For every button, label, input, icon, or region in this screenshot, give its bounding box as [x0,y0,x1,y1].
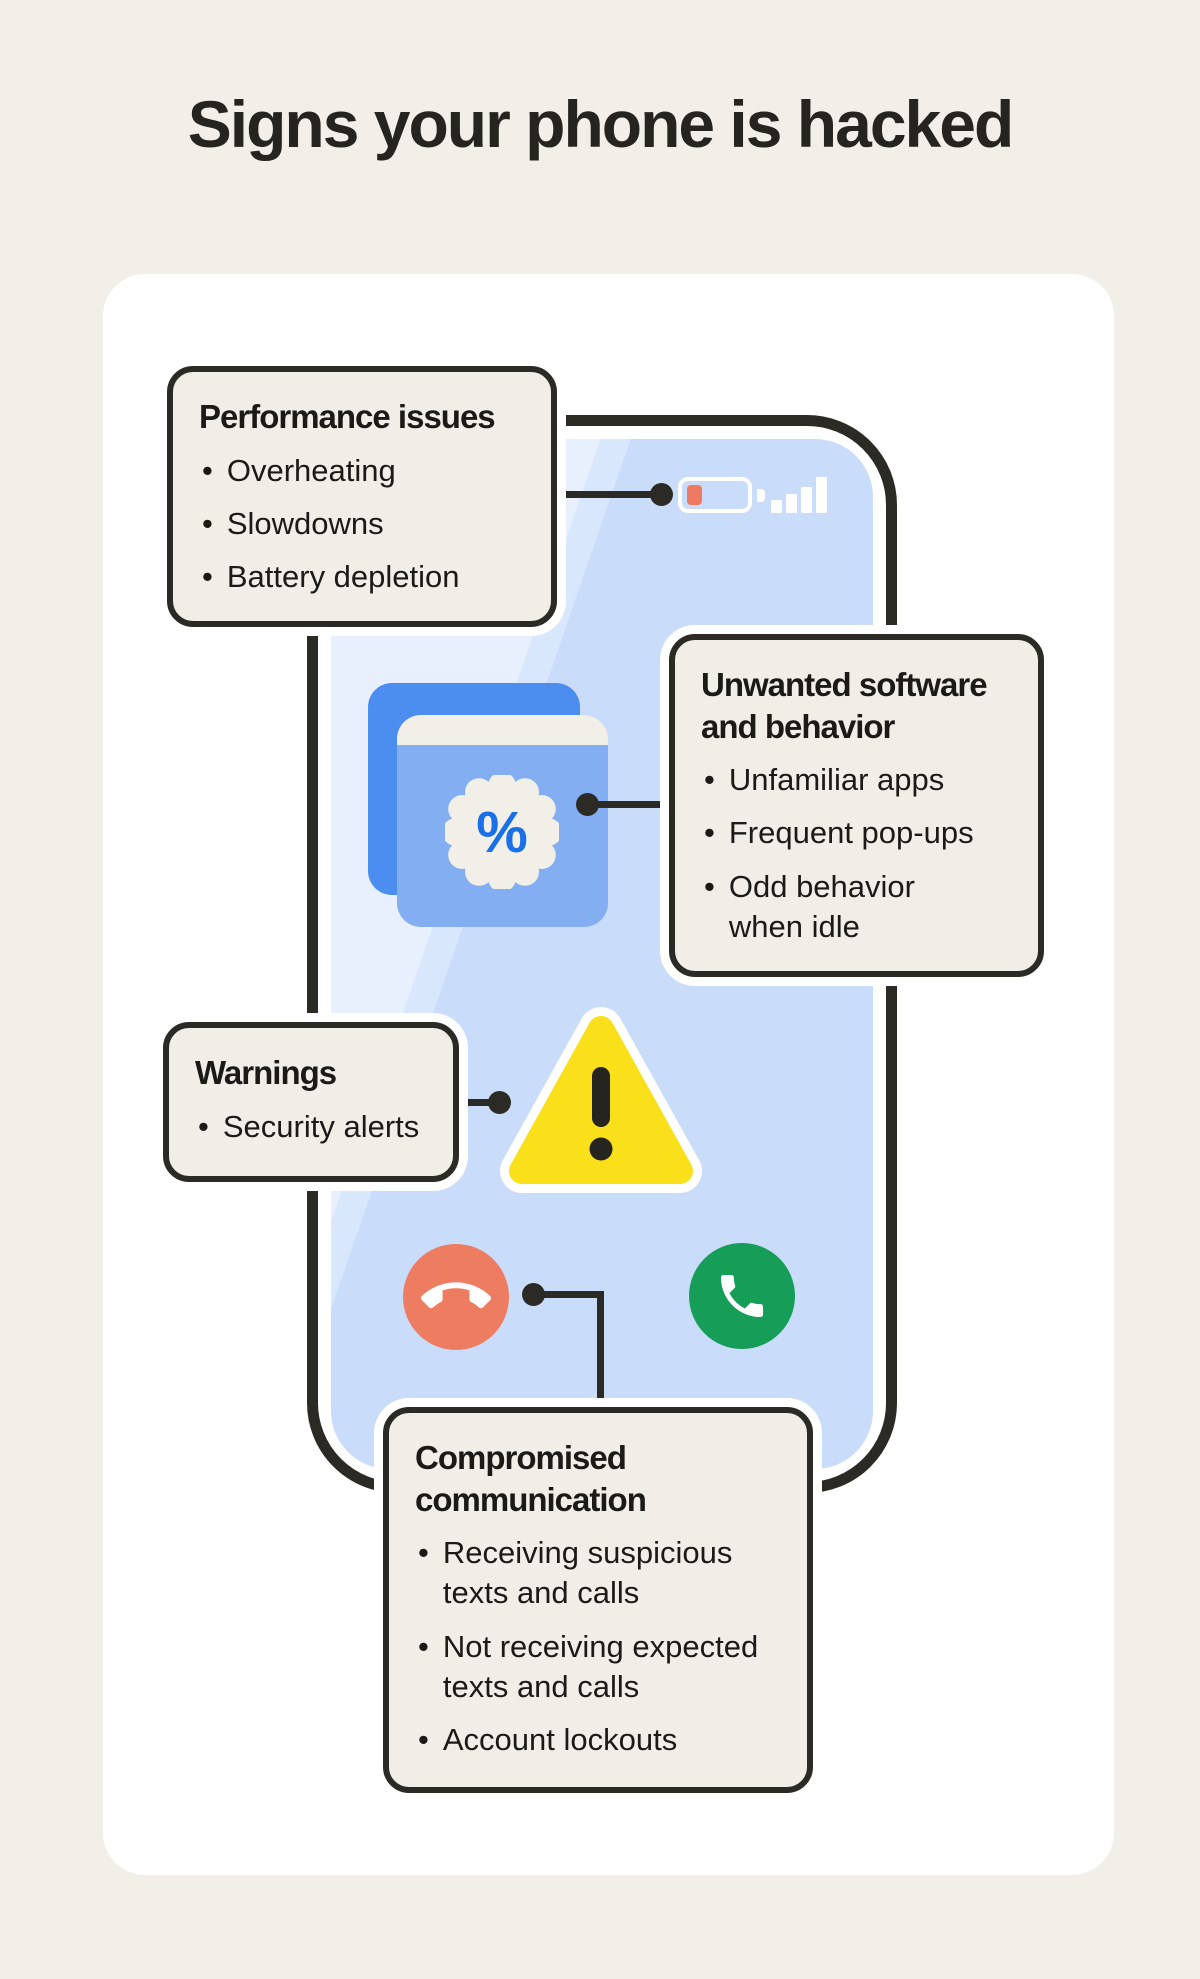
percent-symbol: % [476,800,528,865]
callout-warnings: Warnings •Security alerts [163,1022,459,1182]
callout-title: Unwanted software and behavior [701,666,988,745]
callout-title: Performance issues [199,398,496,435]
percent-badge-icon: % [445,775,559,889]
list-item: •Overheating [202,452,396,488]
callout-bullet-list: •Receiving suspicious texts and calls •N… [415,1533,781,1760]
list-item: •Frequent pop-ups [704,815,974,851]
list-item: •Battery depletion [202,559,460,595]
callout-bullet-list: •Unfamiliar apps •Frequent pop-ups •Odd … [701,760,1012,947]
connector-software-dot [576,793,599,816]
connector-warnings-line [459,1099,499,1106]
connector-warnings-dot [488,1091,511,1114]
connector-performance-line [556,491,661,498]
list-item: •Security alerts [198,1108,420,1144]
signal-strength-icon [771,477,831,513]
list-item: •Unfamiliar apps [704,762,945,798]
accept-call-button [689,1243,795,1349]
callout-bullet-list: •Security alerts [195,1107,427,1147]
connector-communication-hline [533,1291,604,1298]
callout-title: Warnings [195,1054,337,1091]
list-item: •Slowdowns [202,505,384,541]
connector-software-line [588,801,674,808]
battery-low-icon [678,477,752,513]
callout-performance-issues: Performance issues •Overheating •Slowdow… [167,366,557,627]
call-end-icon [421,1282,491,1309]
battery-charge-level [687,485,702,505]
list-item: •Account lockouts [418,1722,678,1758]
warning-triangle-icon [500,1007,702,1193]
battery-nub [757,489,765,502]
connector-performance-dot [650,483,673,506]
page-title: Signs your phone is hacked [187,87,1015,161]
callout-title: Compromised communication [415,1439,647,1518]
decline-call-button [403,1244,509,1350]
list-item: •Receiving suspicious texts and calls [418,1535,733,1611]
call-icon [721,1275,763,1317]
list-item: •Not receiving expected texts and calls [418,1628,759,1705]
callout-compromised-communication: Compromised communication •Receiving sus… [383,1407,813,1793]
callout-unwanted-software: Unwanted software and behavior •Unfamili… [669,634,1044,977]
app-window-titlebar [397,715,608,745]
list-item: •Odd behavior when idle [704,868,915,945]
callout-bullet-list: •Overheating •Slowdowns •Battery depleti… [199,451,525,598]
connector-communication-vline [597,1291,604,1413]
